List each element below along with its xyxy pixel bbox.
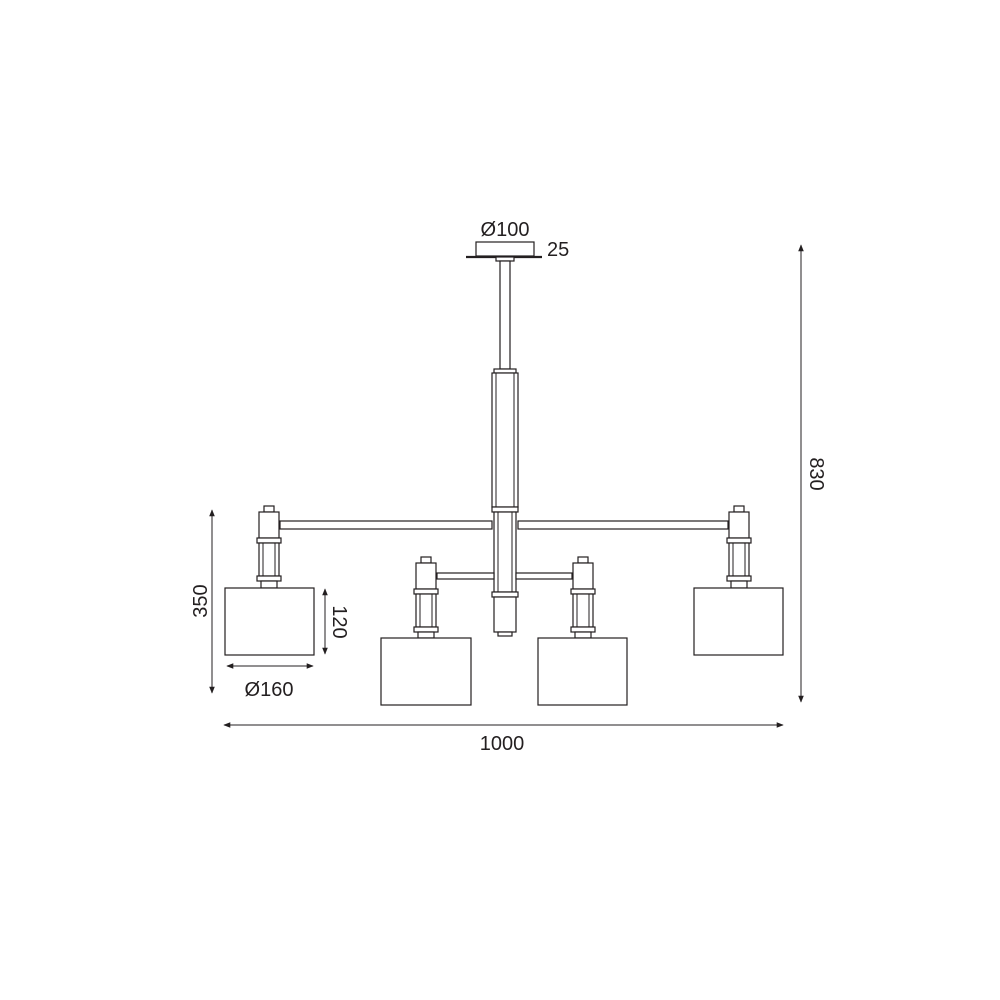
- shade-diameter-label: Ø160: [245, 679, 294, 701]
- lamp-inner-left: [380, 556, 472, 706]
- shade-height-label: 120: [328, 605, 350, 638]
- canopy-height-label: 25: [547, 239, 569, 261]
- inner-arm: [436, 572, 573, 580]
- lamp-outer-left: [224, 505, 315, 656]
- lamp-outer-right: [693, 505, 784, 656]
- central-column: [491, 368, 519, 637]
- ceiling-canopy: [466, 241, 542, 262]
- total-width-label: 1000: [480, 733, 525, 755]
- total-height-label: 830: [805, 457, 827, 490]
- arm-height-label: 350: [190, 584, 212, 617]
- suspension-rod: [499, 260, 511, 370]
- dimension-lines: [209, 244, 804, 728]
- outer-arm: [279, 520, 729, 530]
- lamp-inner-right: [537, 556, 628, 706]
- canopy-diameter-label: Ø100: [481, 219, 530, 241]
